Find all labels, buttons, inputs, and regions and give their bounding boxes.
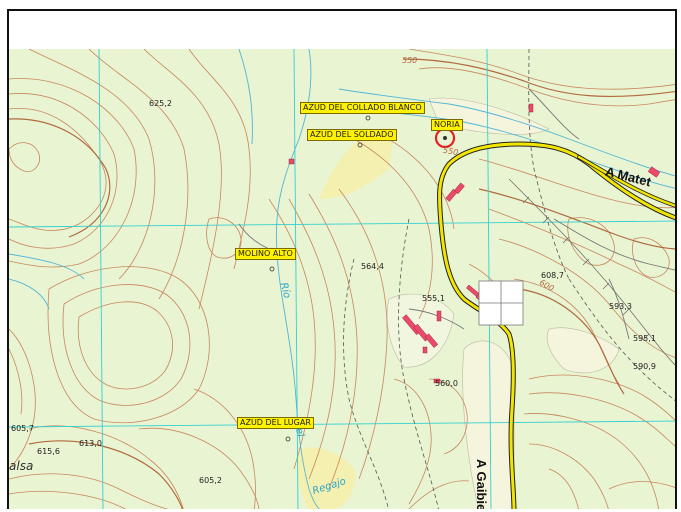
grid-square	[478, 280, 524, 326]
elevation-label: 605,7	[11, 424, 34, 433]
label-azud-collado-blanco[interactable]: AZUD DEL COLLADO BLANCO	[300, 102, 425, 114]
map-canvas	[9, 49, 675, 509]
road-label-gaibiel: A Gaibiel	[474, 459, 489, 509]
elevation-label: 593,3	[609, 302, 632, 311]
field-patch	[297, 447, 355, 509]
index-contours	[9, 58, 675, 509]
label-azud-soldado[interactable]: AZUD DEL SOLDADO	[307, 129, 397, 141]
label-molino-alto[interactable]: MOLINO ALTO	[235, 248, 296, 260]
buildings	[288, 103, 661, 384]
contour-lines	[9, 49, 675, 509]
feature-points	[269, 115, 371, 442]
tracks	[343, 49, 675, 509]
place-label: alsa	[9, 459, 34, 473]
elevation-label: 613,0	[79, 439, 102, 448]
elevation-label: 560,0	[435, 379, 458, 388]
map-frame: AZUD DEL COLLADO BLANCO NORIA AZUD DEL S…	[7, 9, 677, 509]
elevation-label: 590,9	[633, 362, 656, 371]
field-patch	[462, 340, 515, 509]
elevation-label: 605,2	[199, 476, 222, 485]
elevation-label: 615,6	[37, 447, 60, 456]
label-azud-lugar[interactable]: AZUD DEL LUGAR	[237, 417, 314, 429]
label-noria[interactable]: NORIA	[431, 119, 463, 131]
elevation-label: 595,1	[633, 334, 656, 343]
elevation-label: 564,4	[361, 262, 384, 271]
field-patch	[319, 128, 394, 199]
contour-label: 550	[402, 56, 418, 65]
main-roads	[437, 141, 675, 509]
streams	[9, 49, 675, 509]
topographic-map[interactable]: AZUD DEL COLLADO BLANCO NORIA AZUD DEL S…	[9, 49, 675, 509]
hatched-line	[508, 178, 675, 366]
elevation-label: 608,7	[541, 271, 564, 280]
field-patch	[546, 327, 620, 374]
elevation-label: 555,1	[422, 294, 445, 303]
grid-lines	[9, 49, 675, 509]
noria-point-icon	[443, 136, 447, 140]
elevation-label: 625,2	[149, 99, 172, 108]
